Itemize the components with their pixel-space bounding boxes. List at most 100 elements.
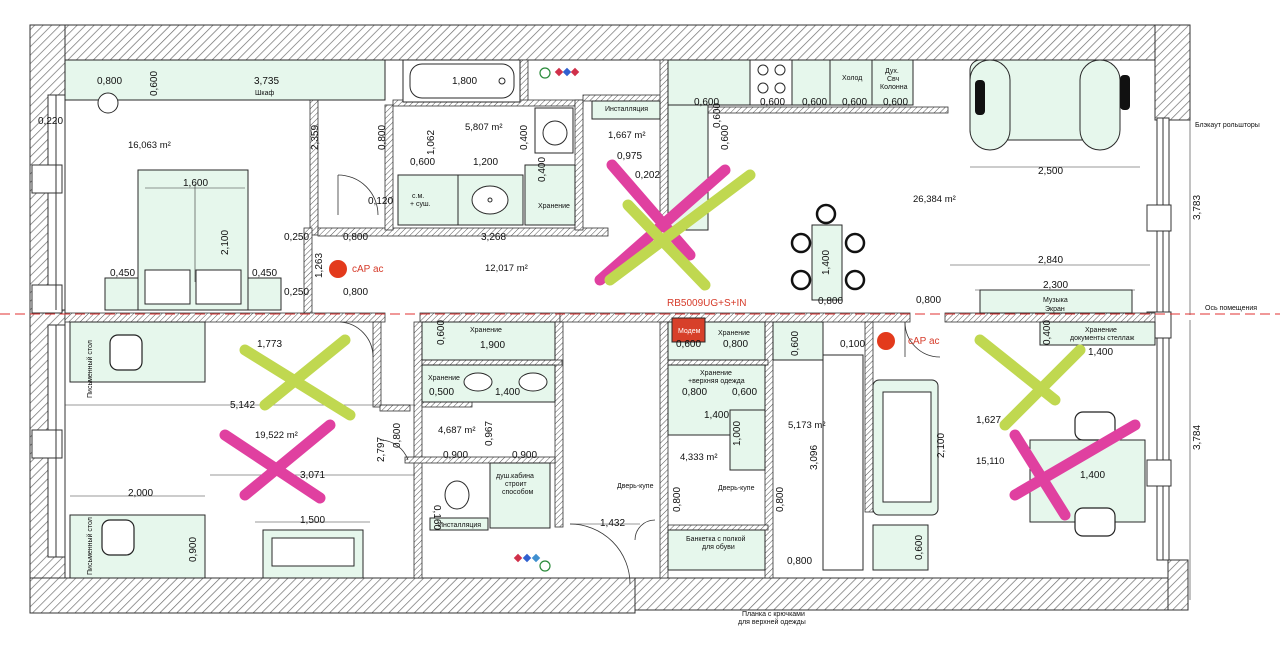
inner-walls <box>64 59 1156 579</box>
island-stools <box>975 75 1130 115</box>
ap-icon-left <box>329 260 347 278</box>
label-bench-2: для обуви <box>702 543 735 551</box>
cross-office-lime <box>974 334 1086 431</box>
dim-label: 1,800 <box>452 76 477 87</box>
dim-label: 0,800 <box>682 387 707 398</box>
label-shower: душ.кабина <box>496 472 534 480</box>
lamp <box>97 92 119 114</box>
desk-left-bottom <box>69 514 206 579</box>
dim-label: 0,600 <box>676 339 701 350</box>
dim-label: 0,600 <box>149 71 160 96</box>
dim-label: 0,450 <box>252 268 277 279</box>
label-storage-bath: Хранение <box>538 203 570 210</box>
area-room-left: 19,522 m² <box>255 430 298 441</box>
label-bench: Банкетка с полкой <box>686 535 746 543</box>
dim-label: 1,900 <box>480 340 505 351</box>
dim-label: 0,600 <box>694 97 719 108</box>
label-storage-1: Хранение <box>470 327 502 334</box>
closet-rack <box>822 354 864 571</box>
label-fridge: Холод <box>842 75 862 82</box>
wall-bottom-left <box>29 577 636 614</box>
dimension-lines <box>65 120 1191 600</box>
label-storage-outer: Хранение <box>700 370 732 377</box>
label-oven: Дух. <box>885 68 899 75</box>
dim-label: 1,600 <box>183 178 208 189</box>
dim-label: 3,268 <box>481 232 506 243</box>
area-closet: 5,173 m² <box>788 420 826 431</box>
label-door-slide-1: Дверь-купе <box>617 483 654 490</box>
dim-label: 0,800 <box>343 287 368 298</box>
dim-label: 0,800 <box>97 76 122 87</box>
dining-chairs <box>790 203 866 291</box>
label-docs-shelf: Хранение <box>1085 327 1117 334</box>
dim-label: 3,784 <box>1192 425 1203 450</box>
label-music: Музыка <box>1043 297 1068 304</box>
label-shower-3: способом <box>502 488 534 496</box>
room-labels: Шкаф Инсталляция с.м. + суш. Хранение Хо… <box>86 68 1260 626</box>
cross-kitchen-magenta <box>594 159 731 286</box>
wall-top <box>29 24 1191 61</box>
dim-label: 0,900 <box>443 450 468 461</box>
label-axis: Ось помещения <box>1205 305 1257 312</box>
dim-label: 1,400 <box>1080 470 1105 481</box>
dim-label: 1,200 <box>473 157 498 168</box>
dim-label: 0,160 <box>431 505 442 530</box>
dim-label: 2,840 <box>1038 255 1063 266</box>
washer-dryer <box>397 174 459 226</box>
cross-room-magenta <box>219 419 336 504</box>
dim-label: 0,600 <box>790 331 801 356</box>
dim-label: 0,800 <box>377 125 388 150</box>
dim-label: 2,500 <box>1038 166 1063 177</box>
dim-label: 0,600 <box>802 97 827 108</box>
label-washer-2: + суш. <box>410 201 431 208</box>
wardrobe <box>64 59 386 101</box>
dim-label: 0,800 <box>672 487 683 512</box>
dim-label: 0,800 <box>916 295 941 306</box>
dim-label: 1,263 <box>314 253 325 278</box>
dim-label: 2,100 <box>220 230 231 255</box>
dim-label: 0,800 <box>723 339 748 350</box>
label-shower-2: строит <box>505 481 527 488</box>
dim-label: 0,450 <box>110 268 135 279</box>
label-docs-shelf-2: документы стеллаж <box>1070 335 1135 342</box>
label-installation-bottom: Инсталляция <box>438 522 481 529</box>
furniture <box>64 59 1156 579</box>
dim-label: 2,000 <box>128 488 153 499</box>
windows-right <box>1146 117 1172 561</box>
label-door-slide-2: Дверь-купе <box>718 485 755 492</box>
label-storage-outer-2: +верхняя одежда <box>688 378 745 385</box>
label-wardrobe: Шкаф <box>255 90 275 97</box>
dim-label: 0,975 <box>617 151 642 162</box>
area-bedroom: 16,063 m² <box>128 140 171 151</box>
dim-label: 1,773 <box>257 339 282 350</box>
cross-marks <box>219 159 1141 521</box>
dim-label: 1,432 <box>600 518 625 529</box>
dim-label: 2,797 <box>376 437 387 462</box>
label-storage-2: Хранение <box>428 375 460 382</box>
dim-label: 1,500 <box>300 515 325 526</box>
dim-label: 0,400 <box>1042 320 1053 345</box>
dim-label: 1,400 <box>704 410 729 421</box>
label-oven-3: Колонна <box>880 84 908 91</box>
dim-label: 0,600 <box>410 157 435 168</box>
dim-label: 1,000 <box>732 421 743 446</box>
dim-label: 2,300 <box>1043 280 1068 291</box>
dining-table <box>811 224 843 301</box>
label-hooks-2: для верхней одежды <box>738 618 806 626</box>
dim-label: 0,800 <box>775 487 786 512</box>
dim-label: 0,120 <box>368 196 393 207</box>
area-shower-room: 4,687 m² <box>438 425 476 436</box>
wall-right <box>1154 24 1191 121</box>
dim-label: 0,800 <box>392 423 403 448</box>
dim-label: 3,071 <box>300 470 325 481</box>
cross-office-magenta <box>1009 419 1141 521</box>
area-labels: 16,063 m² 5,807 m² 1,667 m² 26,384 m² 12… <box>128 122 1004 467</box>
dim-label: 0,500 <box>429 387 454 398</box>
dim-label: 0,600 <box>760 97 785 108</box>
dim-label: 0,250 <box>284 287 309 298</box>
dim-label: 0,800 <box>343 232 368 243</box>
storage-bath-lower <box>421 321 556 361</box>
bench <box>667 529 766 571</box>
dim-label: 3,096 <box>809 445 820 470</box>
